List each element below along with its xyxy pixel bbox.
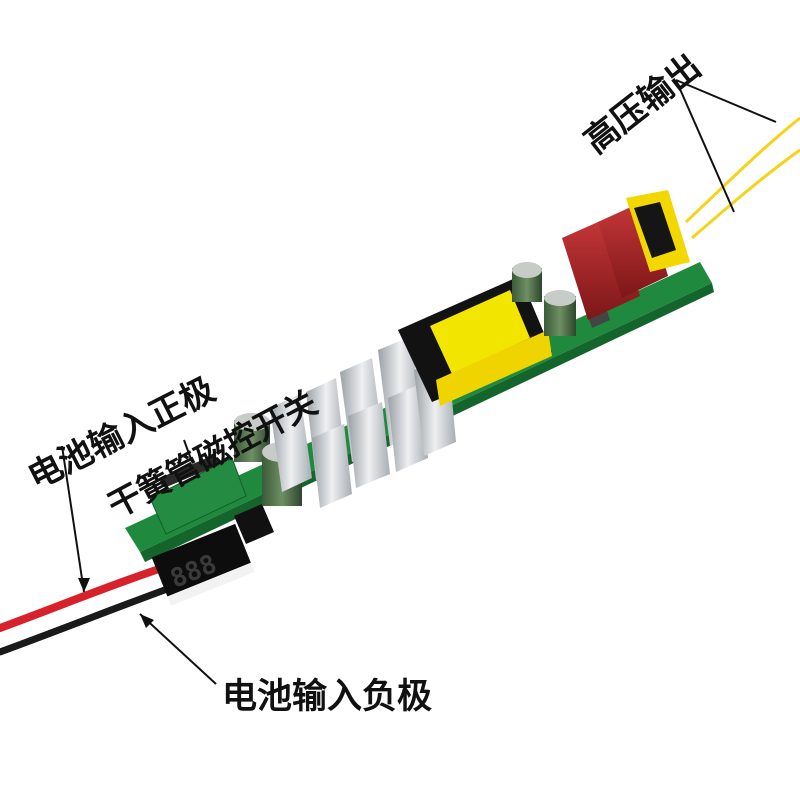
label-battery-negative: 电池输入负极 [222,677,433,717]
capacitor-right-1 [512,262,542,302]
capacitor-left-1 [234,413,270,462]
voltage-display [151,523,255,606]
black-wire [0,584,174,656]
heatsink-array [270,336,456,508]
pointer-reed [183,439,193,463]
yellow-wire-2 [691,148,800,240]
reed-switch [160,455,219,488]
pointer-hv-1 [675,79,777,123]
main-transformer [398,276,552,406]
pointer-pos [61,445,85,593]
hv-transformer [626,190,690,272]
capacitor-right-2 [544,290,576,336]
yellow-wire-1 [684,116,800,224]
pointer-hv-2 [675,79,735,213]
red-wire [0,562,172,632]
reed-switch-module [149,457,247,535]
pointer-neg [139,613,217,685]
